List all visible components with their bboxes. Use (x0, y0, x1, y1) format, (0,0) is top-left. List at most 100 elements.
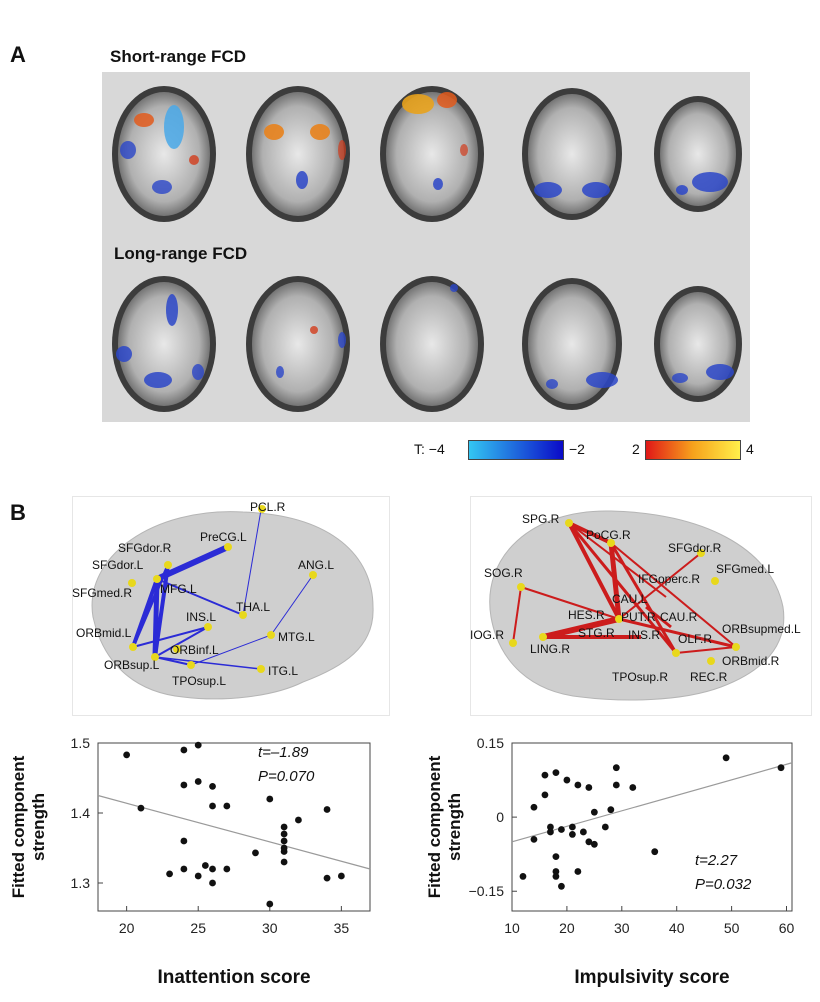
y-tick-label: 0.15 (477, 735, 504, 751)
node-pcl-r (258, 505, 266, 513)
x-tick-label: 30 (262, 920, 278, 936)
label-pcl-r: PCL.R (250, 500, 286, 514)
colorbar-positive (645, 440, 741, 460)
node-sfgmed-r (128, 579, 136, 587)
left-network-svg (91, 509, 374, 700)
data-point (209, 865, 216, 873)
brain-slice-long-1 (112, 276, 216, 412)
label-precg-l: PreCG.L (200, 530, 247, 544)
data-point (180, 781, 188, 789)
data-point (651, 848, 659, 856)
node-precg-l (224, 543, 232, 551)
data-point (568, 823, 576, 831)
y-axis-label: Fitted componentstrength (425, 755, 464, 898)
node-tposup-l (187, 661, 195, 669)
data-point (612, 781, 620, 789)
data-point (266, 795, 274, 803)
x-tick-label: 20 (559, 920, 575, 936)
node-sfgmed-l (711, 577, 719, 585)
data-point (552, 769, 560, 777)
panel-b-letter: B (10, 500, 26, 525)
data-point (585, 838, 593, 846)
data-point (209, 802, 216, 810)
brain-slice-short-3 (380, 86, 484, 222)
data-point (590, 840, 598, 848)
data-point (574, 868, 582, 875)
data-point (223, 865, 231, 873)
y-tick-label: 0 (496, 809, 504, 825)
stat-p: P=0.070 (258, 768, 315, 785)
node-orbsupmed-l (732, 643, 740, 651)
data-point (194, 872, 202, 880)
left-network-figure (72, 496, 390, 716)
node-ling-r (539, 633, 547, 641)
node-ang-l (309, 571, 317, 579)
brain-slice-short-2 (246, 86, 350, 222)
label-ang-l: ANG.L (298, 558, 335, 572)
brain-slice-short-5 (654, 96, 742, 212)
node-itg-l (257, 665, 265, 673)
data-point (180, 837, 188, 845)
colorbar-neg-end: −2 (569, 441, 585, 457)
label-orbsup-l: ORBsup.L (104, 658, 160, 672)
label-orbinf-l: ORBinf.L (170, 643, 219, 657)
data-point (530, 803, 538, 811)
stat-p: P=0.032 (695, 876, 752, 893)
node-orbsup-l (151, 653, 159, 661)
data-point (563, 776, 571, 784)
brain-slice-long-2 (246, 276, 350, 412)
brain-slice-long-3 (380, 276, 484, 412)
node-ins-l (204, 623, 212, 631)
stat-t: t=–1.89 (258, 744, 309, 761)
label-put-r: PUT.R (621, 610, 656, 624)
label-sfgdor-l: SFGdor.L (92, 558, 144, 572)
label-stg-r: STG.R (578, 626, 615, 640)
label-tposup-r: TPOsup.R (612, 670, 669, 684)
brain-slice-long-4 (522, 278, 622, 410)
data-point (585, 784, 593, 791)
data-point (607, 806, 615, 814)
data-point (280, 844, 288, 852)
y-tick-label: 1.4 (71, 805, 91, 821)
node-orbinf-l (173, 645, 181, 653)
node-iog-r (509, 639, 517, 647)
data-point (280, 837, 288, 845)
data-point (519, 873, 527, 880)
label-orbmid-l: ORBmid.L (76, 626, 132, 640)
data-point (722, 754, 730, 762)
y-tick-label: 1.3 (71, 875, 91, 891)
brain-slice-short-1 (112, 86, 216, 222)
data-point (266, 900, 274, 908)
brain-slice-short-4 (522, 88, 622, 220)
data-point (629, 784, 637, 791)
label-orbsupmed-l: ORBsupmed.L (722, 622, 801, 636)
data-point (201, 862, 209, 869)
long-range-title: Long-range FCD (110, 244, 252, 264)
node-put-r (615, 615, 623, 623)
data-point (547, 828, 554, 836)
data-point (590, 808, 598, 816)
x-tick-label: 30 (614, 920, 630, 936)
data-point (280, 830, 288, 838)
label-sfgmed-l: SFGmed.L (716, 562, 775, 576)
data-point (166, 870, 173, 878)
brain-slices-figure (102, 72, 750, 422)
data-point (252, 849, 259, 857)
node-sfgdor-r2 (697, 549, 705, 557)
label-spg-r: SPG.R (522, 512, 560, 526)
colorbar-pos-start: 2 (632, 441, 640, 457)
data-point (209, 783, 216, 790)
label-tposup-l: TPOsup.L (172, 674, 227, 688)
data-point (280, 858, 288, 866)
data-point (209, 879, 216, 887)
label-olf-r: OLF.R (678, 632, 713, 646)
data-point (323, 874, 331, 882)
label-sfgdor-r: SFGdor.R (118, 541, 172, 555)
x-axis-label: Inattention score (157, 967, 310, 988)
data-point (558, 882, 565, 890)
data-point (612, 764, 620, 772)
x-axis-label: Impulsivity score (574, 967, 729, 988)
node-spg-r (565, 519, 573, 527)
x-tick-label: 50 (724, 920, 740, 936)
